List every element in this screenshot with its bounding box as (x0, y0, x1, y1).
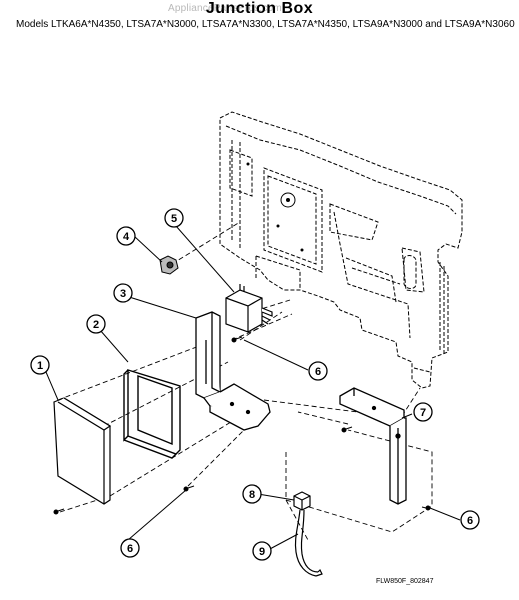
callout-8: 8 (242, 484, 262, 504)
callout-2: 2 (86, 314, 106, 334)
callout-leader-lines (45, 225, 461, 551)
part-6-screws (53, 336, 431, 515)
part-1-cover-plate (53, 397, 112, 505)
model-list: Models LTKA6A*N4350, LTSA7A*N3000, LTSA7… (16, 19, 515, 30)
page-title: Junction Box (205, 0, 314, 17)
part-2-gasket (123, 369, 181, 459)
title-block: AppliancePartsPros.com Junction Box Mode… (0, 0, 519, 34)
housing-knockout-hole (280, 192, 296, 208)
callout-9: 9 (252, 541, 272, 561)
svg-text:5: 5 (171, 213, 177, 225)
part-4-nut (159, 255, 179, 275)
part-5-transformer (225, 284, 273, 333)
callout-7: 7 (413, 402, 433, 422)
callout-1: 1 (30, 355, 50, 375)
watermark-text: AppliancePartsPros.com (168, 3, 282, 14)
callout-6a: 6 (308, 361, 328, 381)
housing-fasteners (246, 162, 304, 252)
svg-text:6: 6 (127, 543, 133, 555)
svg-text:4: 4 (123, 231, 130, 243)
svg-text:6: 6 (467, 515, 473, 527)
svg-text:9: 9 (259, 546, 265, 558)
callout-3: 3 (113, 283, 133, 303)
callout-5: 5 (164, 208, 184, 228)
drawing-code: FLW850F_802847 (376, 578, 434, 585)
svg-text:7: 7 (420, 407, 426, 419)
svg-text:1: 1 (37, 360, 43, 372)
svg-text:8: 8 (249, 489, 255, 501)
part-3-junction-bracket (195, 311, 271, 431)
svg-text:2: 2 (93, 319, 99, 331)
rear-housing (219, 111, 463, 389)
svg-text:6: 6 (315, 366, 321, 378)
callout-6b: 6 (120, 538, 140, 558)
callout-6c: 6 (460, 510, 480, 530)
part-8-wire-connector (293, 491, 311, 511)
callout-4: 4 (116, 226, 136, 246)
part-7-mounting-bracket (339, 387, 407, 505)
part-9-wire-harness (294, 509, 323, 577)
svg-text:3: 3 (120, 288, 126, 300)
